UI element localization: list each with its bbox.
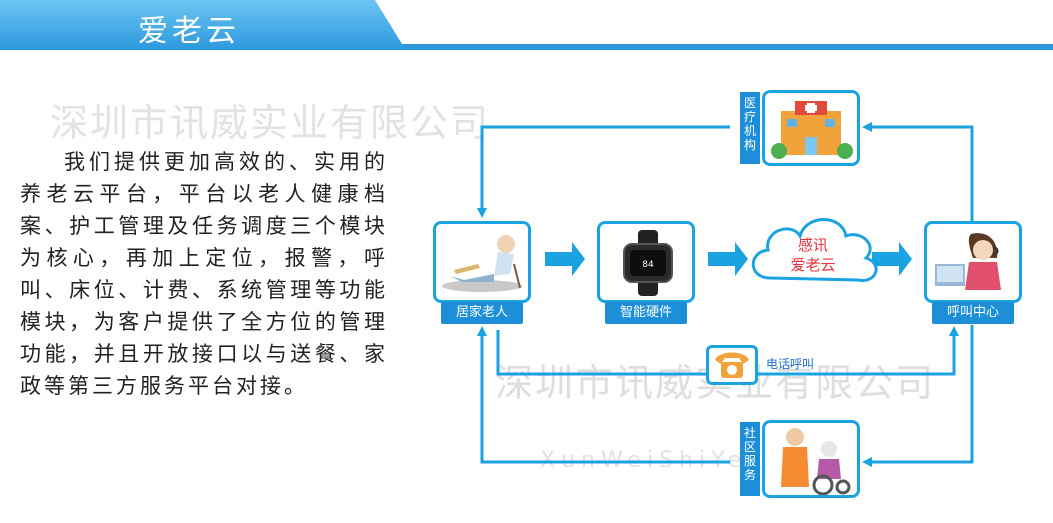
svg-text:84: 84 (642, 260, 654, 270)
elderly-person-icon (442, 235, 522, 292)
node-call-center (924, 221, 1022, 303)
node-phone (706, 345, 758, 385)
label-call-center: 呼叫中心 (932, 302, 1014, 324)
node-medical (762, 90, 860, 166)
node-community (762, 420, 860, 498)
arrow-hardware-to-cloud (708, 242, 748, 276)
watermark-company: 深圳市讯威实业有限公司 (50, 101, 491, 145)
connector-medical-to-elder (477, 125, 730, 218)
node-elder (433, 221, 531, 303)
arrow-elder-to-hardware (545, 242, 585, 276)
intro-paragraph: 我们提供更加高效的、实用的养老云平台，平台以老人健康档案、护工管理及任务调度三个… (20, 150, 388, 398)
telephone-icon (715, 352, 749, 378)
node-hardware: 84 (597, 221, 695, 303)
label-hardware: 智能硬件 (605, 302, 687, 324)
label-medical: 医疗机构 (740, 92, 760, 164)
cloud-icon (751, 218, 878, 282)
connector-callcenter-to-medical (862, 122, 974, 222)
page-title: 爱老云 (138, 14, 240, 49)
label-phone: 电话呼叫 (766, 357, 815, 371)
hospital-icon (771, 101, 853, 159)
label-community: 社区服务 (740, 422, 760, 496)
label-elder: 居家老人 (441, 302, 523, 324)
operator-icon (935, 233, 1001, 290)
smartwatch-icon: 84 (623, 230, 673, 296)
connector-community-to-elder (477, 326, 730, 464)
arrow-cloud-to-callcenter (872, 242, 912, 276)
connector-callcenter-to-community (862, 325, 974, 467)
cloud-line-1: 感讯 (797, 236, 828, 254)
header-banner (0, 0, 1053, 50)
cloud-line-2: 爱老云 (790, 256, 836, 274)
caregiver-icon (781, 428, 851, 496)
